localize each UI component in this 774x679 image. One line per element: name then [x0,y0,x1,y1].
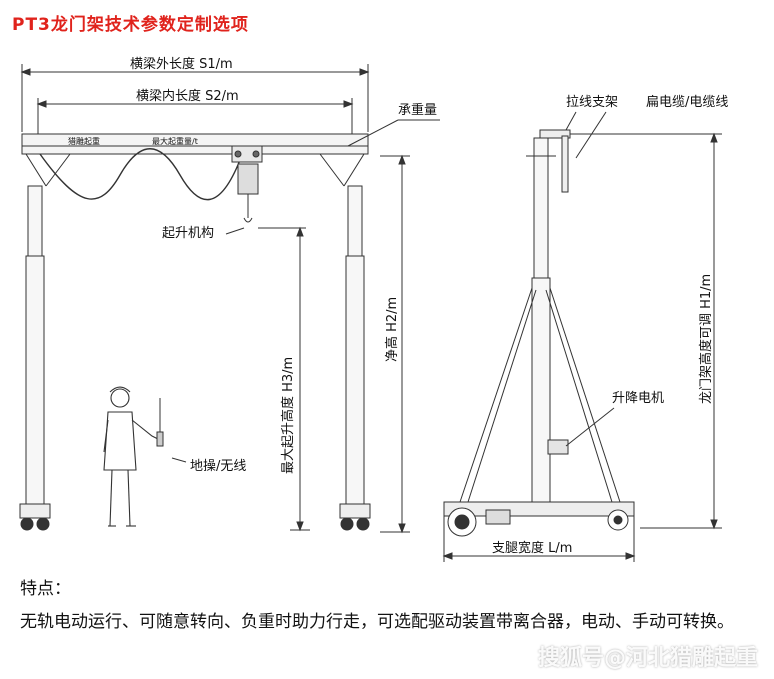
right-leg [339,185,371,531]
left-leg [19,185,51,531]
pendant-control [156,398,164,447]
beam-outer-dimension [20,64,370,132]
remote-label: 地操/无线 [190,458,246,474]
leg-width-dimension [442,516,636,562]
hoist-label: 起升机构 [162,226,214,241]
features-heading: 特点： [20,579,71,599]
side-column [526,137,556,503]
festoon-cable [39,148,241,201]
page-title: PT3龙门架技术参数定制选项 [12,15,249,35]
features-text: 无轨电动运行、可随意转向、负重时助力行走，可选配驱动装置带离合器，电动、手动可转… [20,612,734,632]
watermark: 搜狐号@河北猎雕起重 [537,646,758,671]
adjustable-height-label: 龙门架高度可调 H1/m [698,274,714,404]
clear-height-dimension [380,154,410,534]
beam-capacity-text: 最大起重量/t [152,136,198,146]
cable-bracket [539,111,607,193]
operator-figure [103,386,161,527]
crossbeam [21,133,369,155]
electric-hoist [231,145,263,223]
clear-height-label: 净高 H2/m [384,297,400,362]
beam-outer-label: 横梁外长度 S1/m [130,56,233,72]
side-base [443,501,635,537]
beam-inner-label: 横梁内长度 S2/m [136,88,239,104]
beam-inner-dimension [36,98,354,134]
adjustable-height-dimension [570,132,722,530]
lifting-motor [547,407,615,455]
cable-bracket-label: 拉线支架 [566,95,618,110]
gantry-crane-diagram: 横梁外长度 S1/m 横梁内长度 S2/m 猎雕起重 最大起重量/t 承重量 起… [19,56,728,562]
lift-motor-label: 升降电机 [612,391,664,406]
leg-width-label: 支腿宽度 L/m [492,540,572,556]
beam-brand-text: 猎雕起重 [68,136,100,146]
load-label: 承重量 [398,102,437,118]
flat-cable-label: 扁电缆/电缆线 [646,94,728,110]
max-lift-dimension [258,226,310,532]
max-lift-label: 最大起升高度 H3/m [280,357,296,474]
